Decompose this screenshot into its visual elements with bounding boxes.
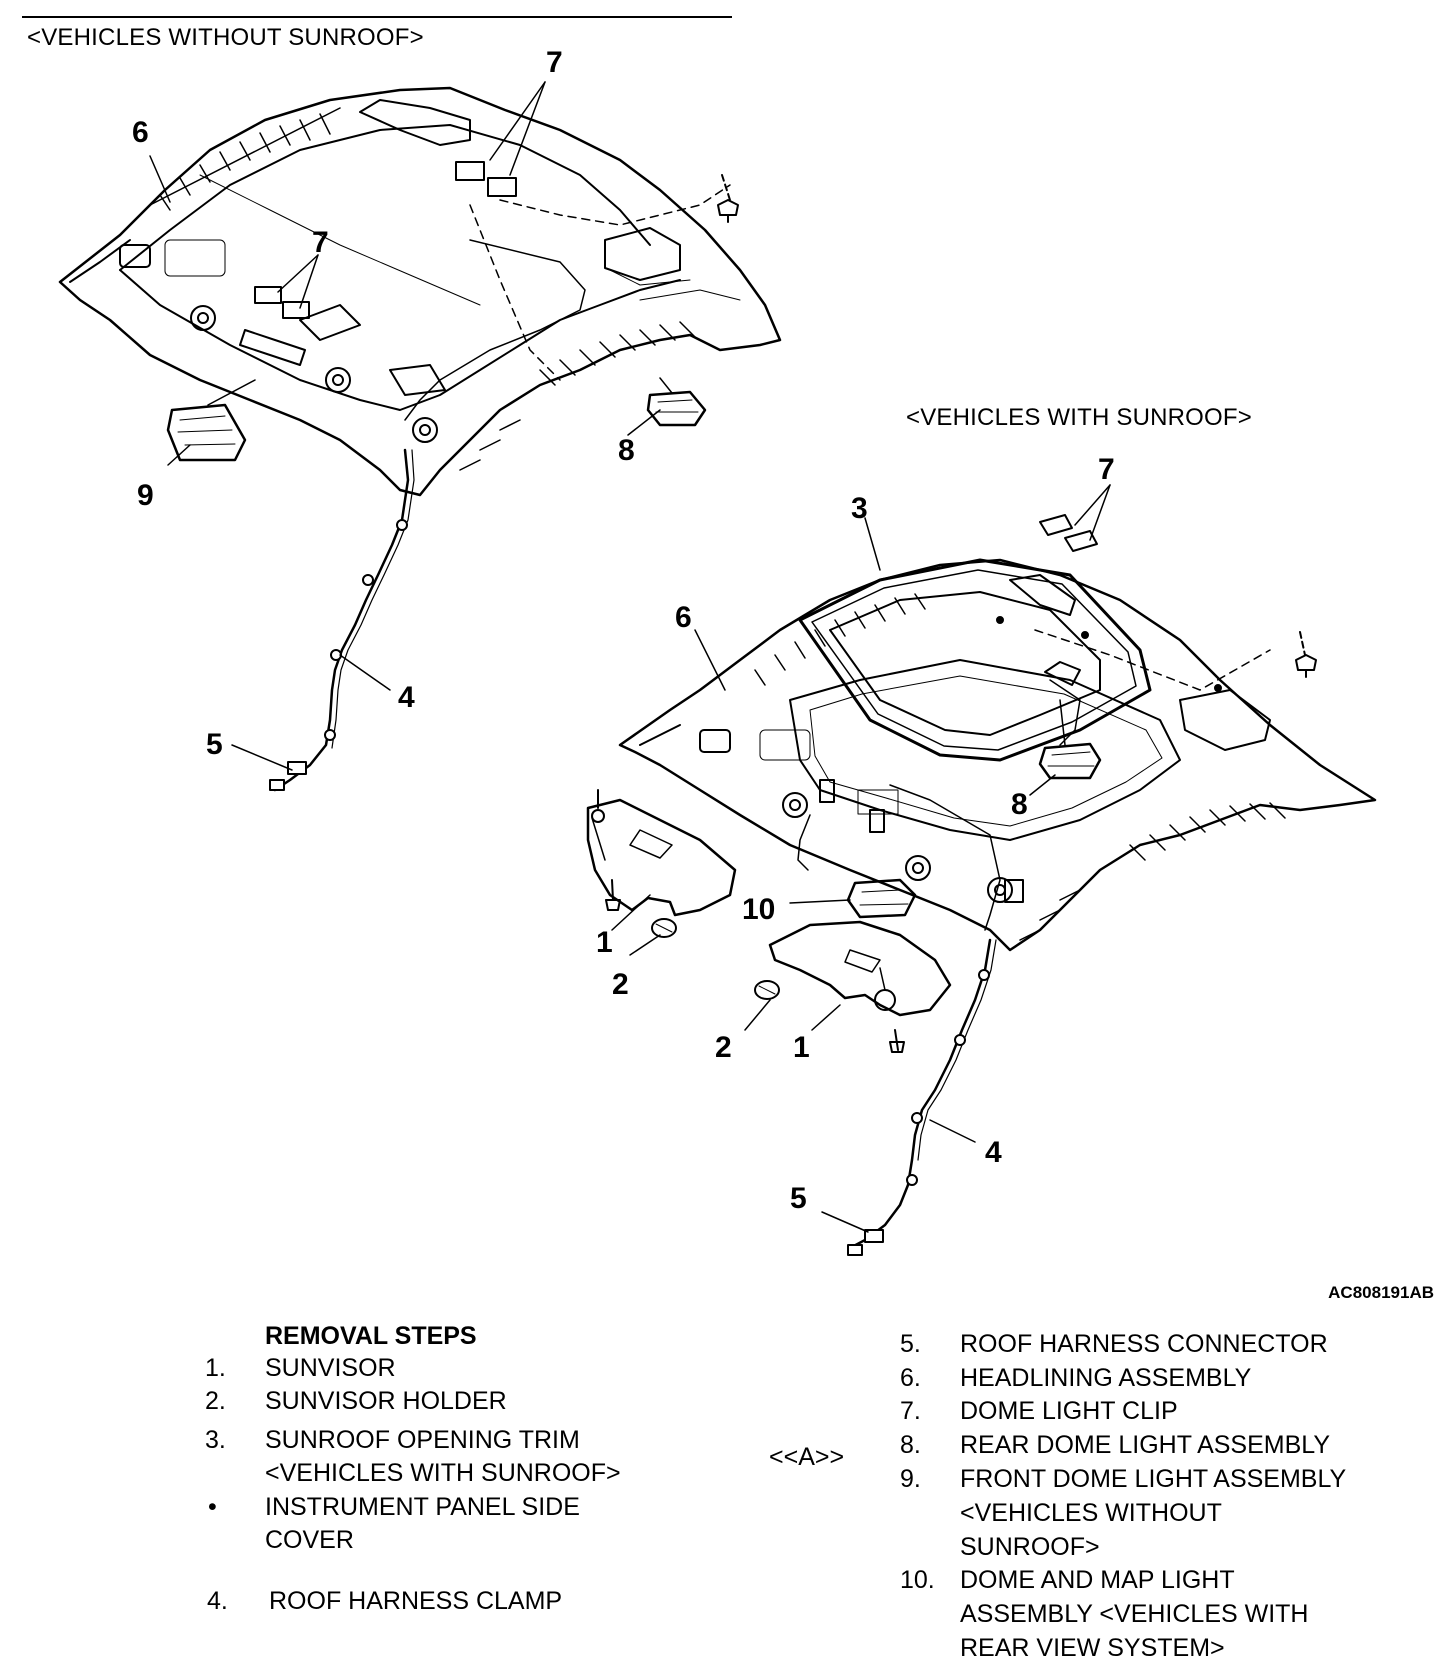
callout-6: 6 <box>132 116 149 149</box>
roof-harness-with <box>847 938 997 1256</box>
callout-7: 7 <box>546 46 563 79</box>
leader-lines-with <box>611 484 1111 1233</box>
sunvisor-left <box>586 789 737 917</box>
step-text: ROOF HARNESS CONNECTOR <box>960 1330 1328 1358</box>
callout-5: 5 <box>206 728 223 761</box>
sunvisor-right <box>768 920 952 1053</box>
step-text: SUNVISOR <box>265 1354 396 1382</box>
step-text: SUNROOF OPENING TRIM <box>265 1426 580 1454</box>
procedure-tag-a: <<A>> <box>769 1443 845 1471</box>
callout-7: 7 <box>312 226 329 259</box>
step-bullet-mark: • <box>208 1493 217 1521</box>
step-text: <VEHICLES WITHOUT <box>960 1499 1222 1527</box>
step-text: FRONT DOME LIGHT ASSEMBLY <box>960 1465 1347 1493</box>
leader-lines-without <box>149 81 661 771</box>
callout-1: 1 <box>793 1031 810 1064</box>
roof-harness-without <box>269 448 415 792</box>
callout-4: 4 <box>985 1136 1002 1169</box>
step-number: 6. <box>900 1364 921 1392</box>
step-text: DOME LIGHT CLIP <box>960 1397 1178 1425</box>
callout-7: 7 <box>1098 453 1115 486</box>
step-text: <VEHICLES WITH SUNROOF> <box>265 1459 621 1487</box>
step-text: HEADLINING ASSEMBLY <box>960 1364 1252 1392</box>
callout-6: 6 <box>675 601 692 634</box>
step-number: 1. <box>205 1354 226 1382</box>
step-text: REAR DOME LIGHT ASSEMBLY <box>960 1431 1331 1459</box>
step-number: 10. <box>900 1566 935 1594</box>
step-text: ROOF HARNESS CLAMP <box>269 1587 563 1615</box>
step-number: 8. <box>900 1431 921 1459</box>
sunvisor-holder-right <box>754 980 780 1000</box>
callout-3: 3 <box>851 492 868 525</box>
top-rule <box>22 16 732 18</box>
step-text: INSTRUMENT PANEL SIDE <box>265 1493 580 1521</box>
callout-8: 8 <box>618 434 635 467</box>
dome-and-map-light-assembly <box>846 878 917 919</box>
step-number: 2. <box>205 1387 226 1415</box>
step-text: COVER <box>265 1526 354 1554</box>
heading-without-sunroof: <VEHICLES WITHOUT SUNROOF> <box>27 24 424 51</box>
step-number: 5. <box>900 1330 921 1358</box>
step-number: 9. <box>900 1465 921 1493</box>
step-number: 4. <box>207 1587 228 1615</box>
callout-5: 5 <box>790 1182 807 1215</box>
callout-4: 4 <box>398 681 415 714</box>
callout-2: 2 <box>612 968 629 1001</box>
front-dome-light-assembly <box>166 379 256 462</box>
step-number: 7. <box>900 1397 921 1425</box>
step-text: ASSEMBLY <VEHICLES WITH <box>960 1600 1309 1628</box>
callout-8: 8 <box>1011 788 1028 821</box>
heading-with-sunroof: <VEHICLES WITH SUNROOF> <box>906 404 1252 431</box>
callout-10: 10 <box>742 893 776 926</box>
rear-dome-light-assembly <box>646 377 707 427</box>
rear-dome-light-assembly-with <box>1038 661 1102 780</box>
dome-light-clips-with <box>1039 514 1098 552</box>
sunvisor-holder-left <box>651 918 677 938</box>
figure-code: AC808191AB <box>1328 1283 1434 1302</box>
callout-2: 2 <box>715 1031 732 1064</box>
callout-9: 9 <box>137 479 154 512</box>
step-text: SUNVISOR HOLDER <box>265 1387 507 1415</box>
headlining-with-sunroof <box>618 558 1377 952</box>
removal-steps-title: REMOVAL STEPS <box>265 1322 477 1350</box>
step-text: REAR VIEW SYSTEM> <box>960 1634 1225 1662</box>
step-number: 3. <box>205 1426 226 1454</box>
step-text: DOME AND MAP LIGHT <box>960 1566 1235 1594</box>
screw-with <box>1295 631 1317 678</box>
callout-1: 1 <box>596 926 613 959</box>
headlining-without-sunroof <box>58 86 782 497</box>
step-text: SUNROOF> <box>960 1533 1100 1561</box>
screw-without <box>717 174 739 223</box>
